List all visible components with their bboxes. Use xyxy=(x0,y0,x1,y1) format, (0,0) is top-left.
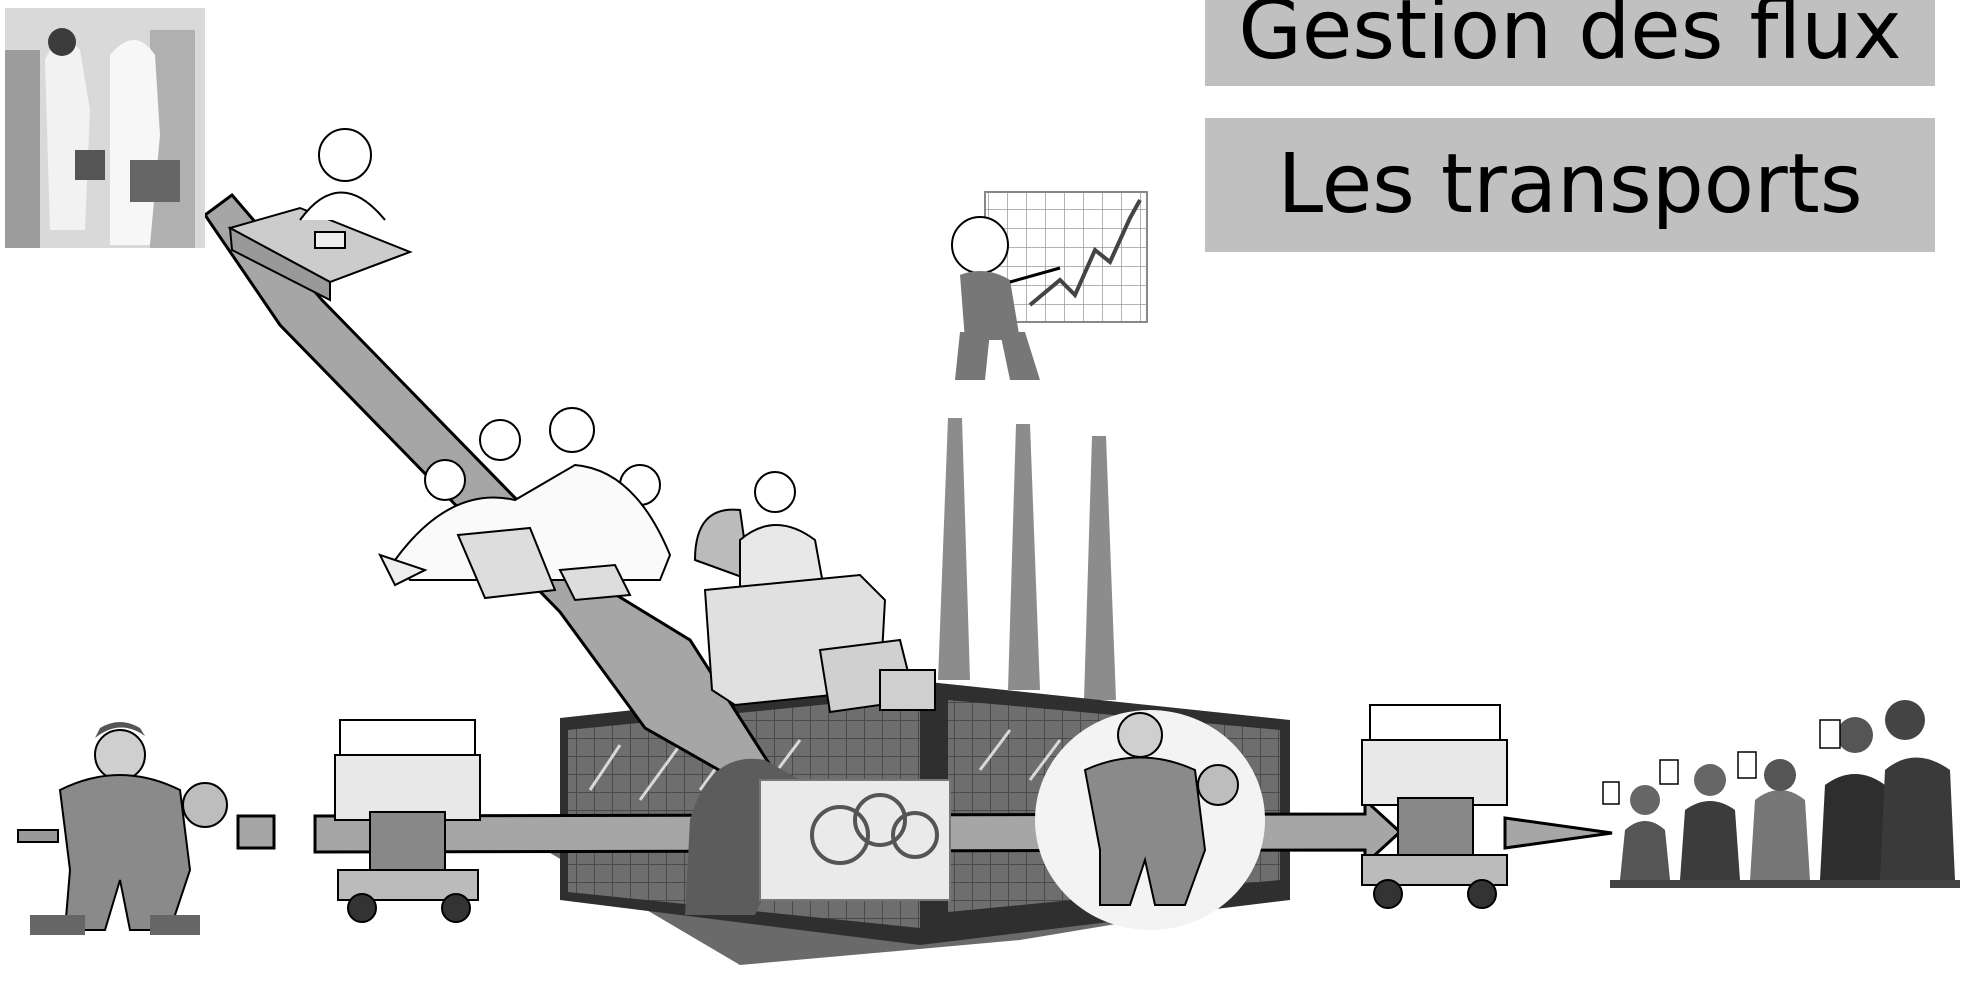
truck-icon xyxy=(334,719,481,923)
team-meeting-icon xyxy=(378,407,672,602)
gear-engineer-icon xyxy=(685,758,951,915)
truck-icon xyxy=(1361,704,1508,909)
chimneys xyxy=(938,418,1116,700)
flow-arrow-diagonal xyxy=(202,192,773,784)
handshake-icon xyxy=(5,8,205,248)
title-les-transports: Les transports xyxy=(1205,118,1935,252)
worker-gears-icon xyxy=(1035,710,1265,930)
mechanic-icon xyxy=(17,722,228,935)
customers-icon xyxy=(1602,700,1960,888)
receptionist-icon xyxy=(227,128,413,302)
presenter-chart-icon xyxy=(951,191,1148,380)
manager-desk-icon xyxy=(693,471,936,714)
title-gestion-des-flux: Gestion des flux xyxy=(1205,0,1935,86)
